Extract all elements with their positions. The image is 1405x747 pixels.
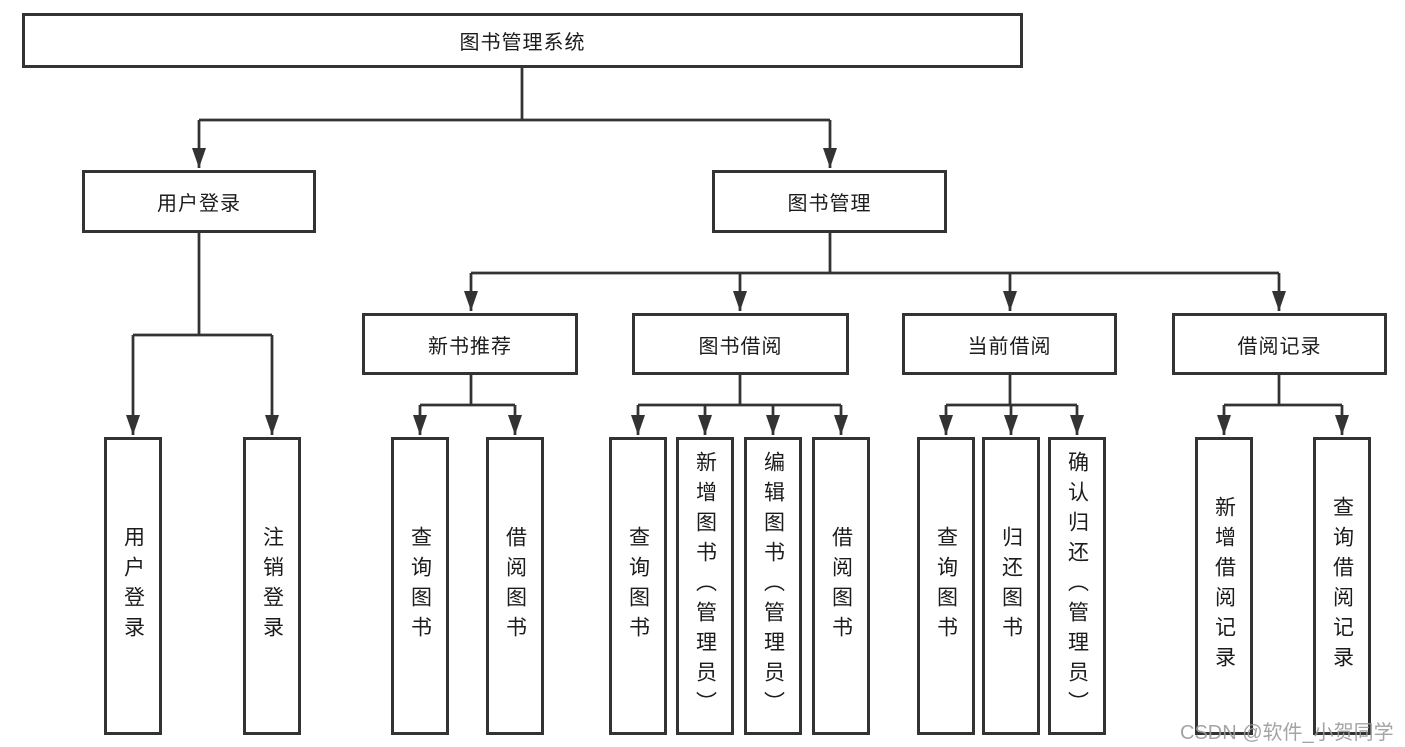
node-current-borrowing: 当前借阅 [902, 313, 1117, 375]
node-leaf-add-books-admin: 新增图书（管理员） [676, 437, 734, 735]
node-leaf-add-borrow-record: 新增借阅记录 [1195, 437, 1253, 735]
node-label: 查询图书 [626, 526, 650, 646]
node-leaf-edit-books-admin: 编辑图书（管理员） [744, 437, 802, 735]
node-library-management-system: 图书管理系统 [22, 13, 1023, 68]
node-leaf-user-login: 用户登录 [104, 437, 162, 735]
node-label: 新书推荐 [428, 335, 512, 358]
node-label: 图书管理系统 [459, 32, 586, 54]
node-borrowing-records: 借阅记录 [1172, 313, 1387, 375]
node-book-borrowing: 图书借阅 [632, 313, 849, 375]
node-leaf-query-books-recommend: 查询图书 [391, 437, 449, 735]
node-label: 图书管理 [787, 193, 872, 215]
node-new-book-recommendation: 新书推荐 [362, 313, 578, 375]
node-label: 新增借阅记录 [1212, 496, 1236, 676]
node-leaf-borrow-books-recommend: 借阅图书 [486, 437, 544, 735]
node-label: 当前借阅 [967, 335, 1052, 358]
node-leaf-logout-login: 注销登录 [243, 437, 301, 735]
node-label: 确认归还（管理员） [1065, 451, 1089, 721]
csdn-watermark: CSDN @软件_小贺同学 [1180, 722, 1394, 744]
node-leaf-return-books: 归还图书 [982, 437, 1040, 735]
node-label: 查询借阅记录 [1330, 496, 1354, 676]
node-label: 图书借阅 [698, 335, 783, 358]
node-label: 借阅记录 [1237, 335, 1322, 358]
node-user-login: 用户登录 [82, 170, 316, 233]
node-leaf-query-books-borrowing: 查询图书 [609, 437, 667, 735]
node-label: 用户登录 [121, 526, 145, 646]
node-label: 借阅图书 [829, 526, 853, 646]
node-leaf-borrow-books-borrowing: 借阅图书 [812, 437, 870, 735]
node-label: 借阅图书 [503, 526, 527, 646]
node-leaf-query-books-current: 查询图书 [917, 437, 975, 735]
node-label: 注销登录 [260, 526, 284, 646]
node-label: 查询图书 [408, 526, 432, 646]
node-label: 新增图书（管理员） [693, 451, 717, 721]
node-label: 归还图书 [999, 526, 1023, 646]
node-label: 编辑图书（管理员） [761, 451, 785, 721]
node-label: 用户登录 [157, 193, 241, 215]
node-label: 查询图书 [934, 526, 958, 646]
node-leaf-confirm-return-admin: 确认归还（管理员） [1048, 437, 1106, 735]
node-book-management: 图书管理 [712, 170, 947, 233]
node-leaf-query-borrow-record: 查询借阅记录 [1313, 437, 1371, 735]
